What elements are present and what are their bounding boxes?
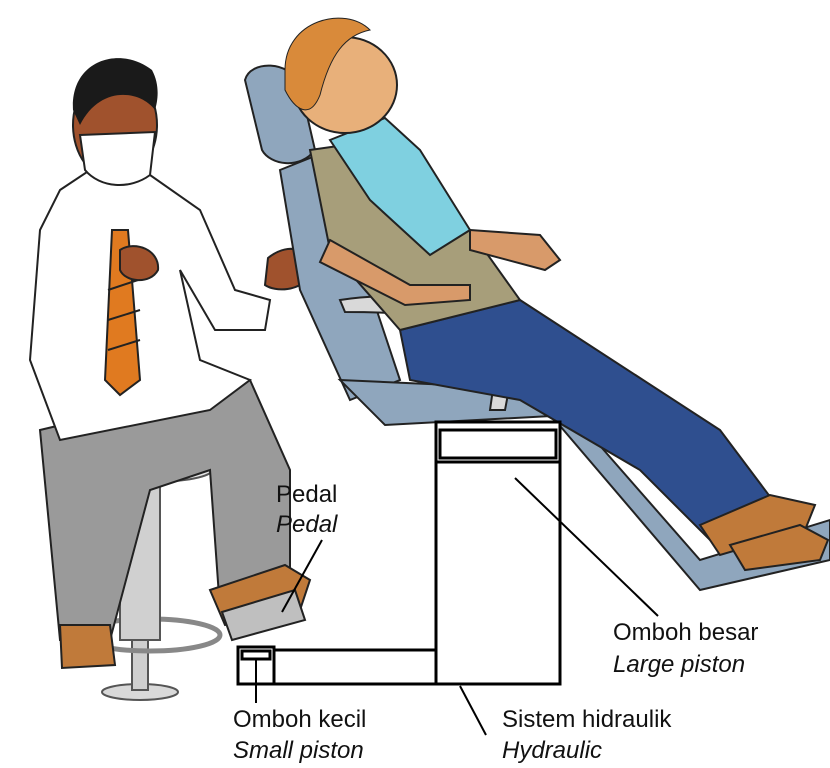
- hydraulic-leader: [460, 686, 486, 735]
- hydraulic-pipe: [272, 650, 436, 684]
- pedal-label-en: Pedal: [276, 511, 338, 538]
- hydraulic-label-en: Hydraulic: [502, 737, 602, 764]
- dentist-mask: [80, 132, 155, 185]
- large-piston-label-en: Large piston: [613, 651, 745, 678]
- hydraulic-label-ms: Sistem hidraulik: [502, 706, 672, 733]
- pedal-label-ms: Pedal: [276, 481, 337, 508]
- small-piston-label-en: Small piston: [233, 737, 364, 764]
- large-piston: [440, 430, 556, 458]
- small-piston: [242, 651, 270, 659]
- large-piston-label-ms: Omboh besar: [613, 619, 758, 646]
- dentist-left-shoe: [60, 625, 115, 668]
- small-piston-label-ms: Omboh kecil: [233, 706, 366, 733]
